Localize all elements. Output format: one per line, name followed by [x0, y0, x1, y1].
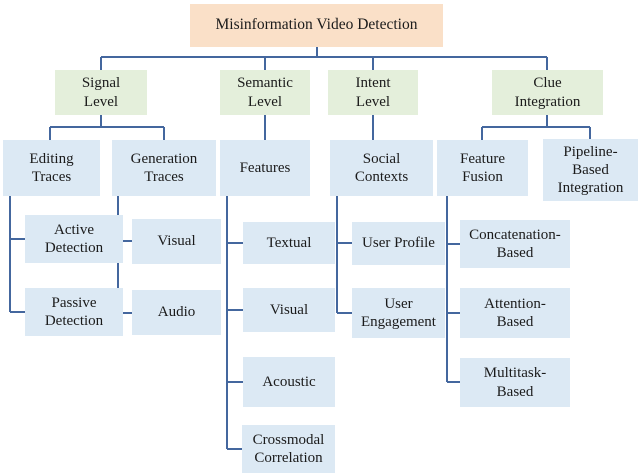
node-intent-level: Intent Level	[328, 70, 418, 115]
node-generation-traces: Generation Traces	[112, 140, 216, 196]
node-user-profile: User Profile	[352, 222, 445, 265]
node-generation-visual: Visual	[132, 219, 221, 264]
node-crossmodal: Crossmodal Correlation	[242, 425, 335, 473]
node-multitask-based: Multitask- Based	[460, 358, 570, 407]
node-signal-level: Signal Level	[55, 70, 147, 115]
node-social-contexts: Social Contexts	[330, 140, 433, 196]
node-concatenation-based: Concatenation- Based	[460, 220, 570, 268]
node-root: Misinformation Video Detection	[190, 4, 443, 47]
node-passive-detection: Passive Detection	[25, 288, 123, 336]
node-acoustic: Acoustic	[243, 357, 335, 407]
node-pipeline-based: Pipeline- Based Integration	[543, 139, 638, 201]
node-features: Features	[220, 140, 310, 196]
node-semantic-visual: Visual	[243, 288, 335, 332]
node-user-engagement: User Engagement	[352, 288, 445, 338]
node-attention-based: Attention- Based	[460, 288, 570, 338]
node-generation-audio: Audio	[132, 290, 221, 335]
node-feature-fusion: Feature Fusion	[437, 140, 528, 196]
node-semantic-level: Semantic Level	[220, 70, 310, 115]
node-active-detection: Active Detection	[25, 215, 123, 263]
node-textual: Textual	[243, 222, 335, 264]
node-editing-traces: Editing Traces	[3, 140, 100, 196]
node-clue-integration: Clue Integration	[492, 70, 603, 115]
